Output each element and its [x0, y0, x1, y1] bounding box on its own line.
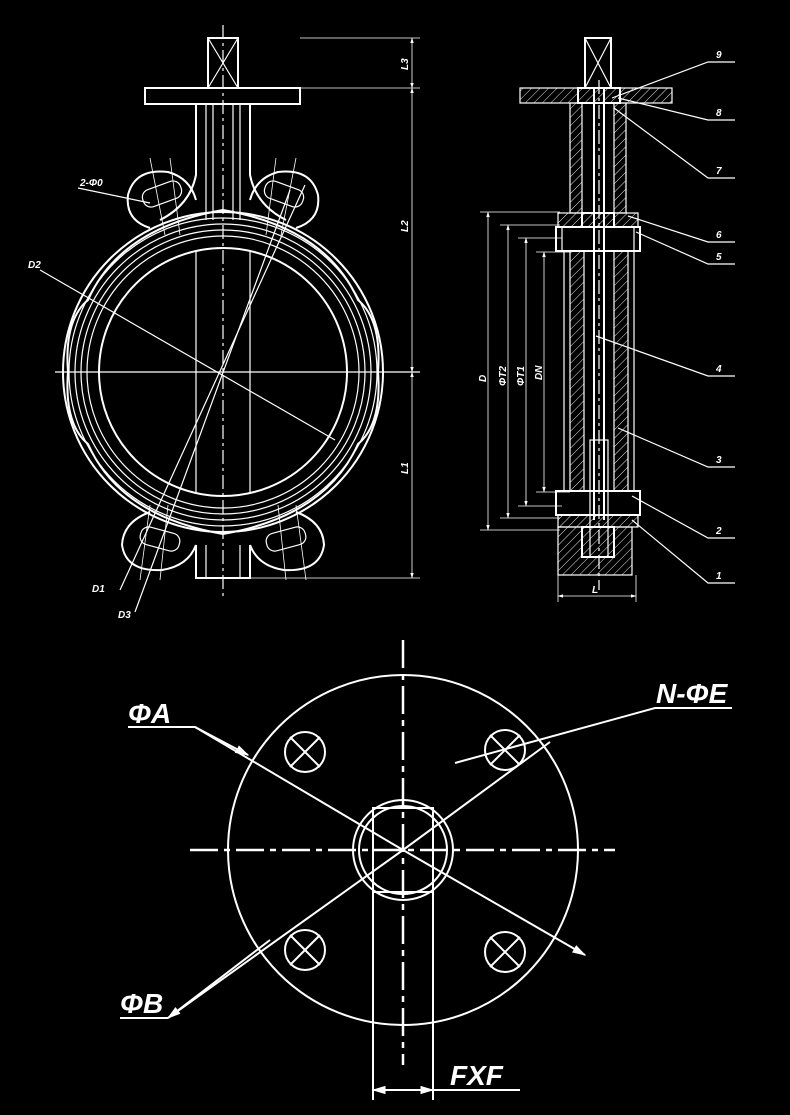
side-body-right	[613, 250, 629, 492]
label-d: D	[478, 375, 489, 382]
label-phi-b: ΦB	[120, 988, 163, 1019]
side-bottom-cap	[557, 526, 633, 576]
side-flange-plate	[519, 87, 673, 104]
side-neck-right	[613, 102, 627, 214]
bolt-hole-bottom-right	[484, 931, 526, 973]
label-dn: DN	[534, 365, 545, 380]
side-view: D ΦT2 ΦT1 DN L 9 8 7 6 5 4 3 2 1	[478, 37, 735, 602]
label-phi-t2: ΦT2	[498, 366, 509, 386]
callout-4: 4	[715, 364, 722, 375]
label-l2: L2	[400, 220, 411, 232]
callouts: 9 8 7 6 5 4 3 2 1	[595, 50, 735, 584]
label-phi-a: ΦA	[128, 698, 171, 729]
callout-7: 7	[716, 166, 722, 177]
label-l1: L1	[400, 462, 411, 474]
callout-9: 9	[716, 50, 722, 61]
label-fxf: FXF	[450, 1060, 504, 1091]
callout-2: 2	[715, 526, 722, 537]
side-body-left	[569, 250, 585, 492]
callout-6: 6	[716, 230, 722, 241]
callout-5: 5	[716, 252, 722, 263]
lower-lug-left	[120, 511, 197, 572]
top-flange-view: ΦA N-ΦE ΦB FXF	[120, 640, 732, 1100]
callout-1: 1	[716, 571, 722, 582]
upper-lug-right	[249, 170, 320, 229]
bolt-hole-top-left	[284, 731, 326, 773]
side-neck-left	[569, 102, 583, 214]
lower-lug-right	[249, 511, 326, 572]
label-l3: L3	[400, 58, 411, 70]
upper-lug-left	[126, 170, 197, 229]
callout-8: 8	[716, 108, 722, 119]
hub-circle-outer	[352, 799, 454, 901]
label-d1: D1	[92, 584, 105, 595]
label-n-phi-e: N-ΦE	[656, 678, 729, 709]
bolt-hole-bottom-left	[284, 929, 326, 971]
callout-3: 3	[716, 455, 722, 466]
label-d3: D3	[118, 610, 131, 621]
front-view: 2-Φ0 D2 D1 D3 L3 L2 L1	[28, 25, 420, 621]
label-l: L	[592, 585, 598, 596]
label-bolt-holes: 2-Φ0	[79, 178, 103, 189]
label-phi-t1: ΦT1	[516, 366, 527, 386]
hub-square	[372, 807, 434, 893]
label-d2: D2	[28, 260, 41, 271]
